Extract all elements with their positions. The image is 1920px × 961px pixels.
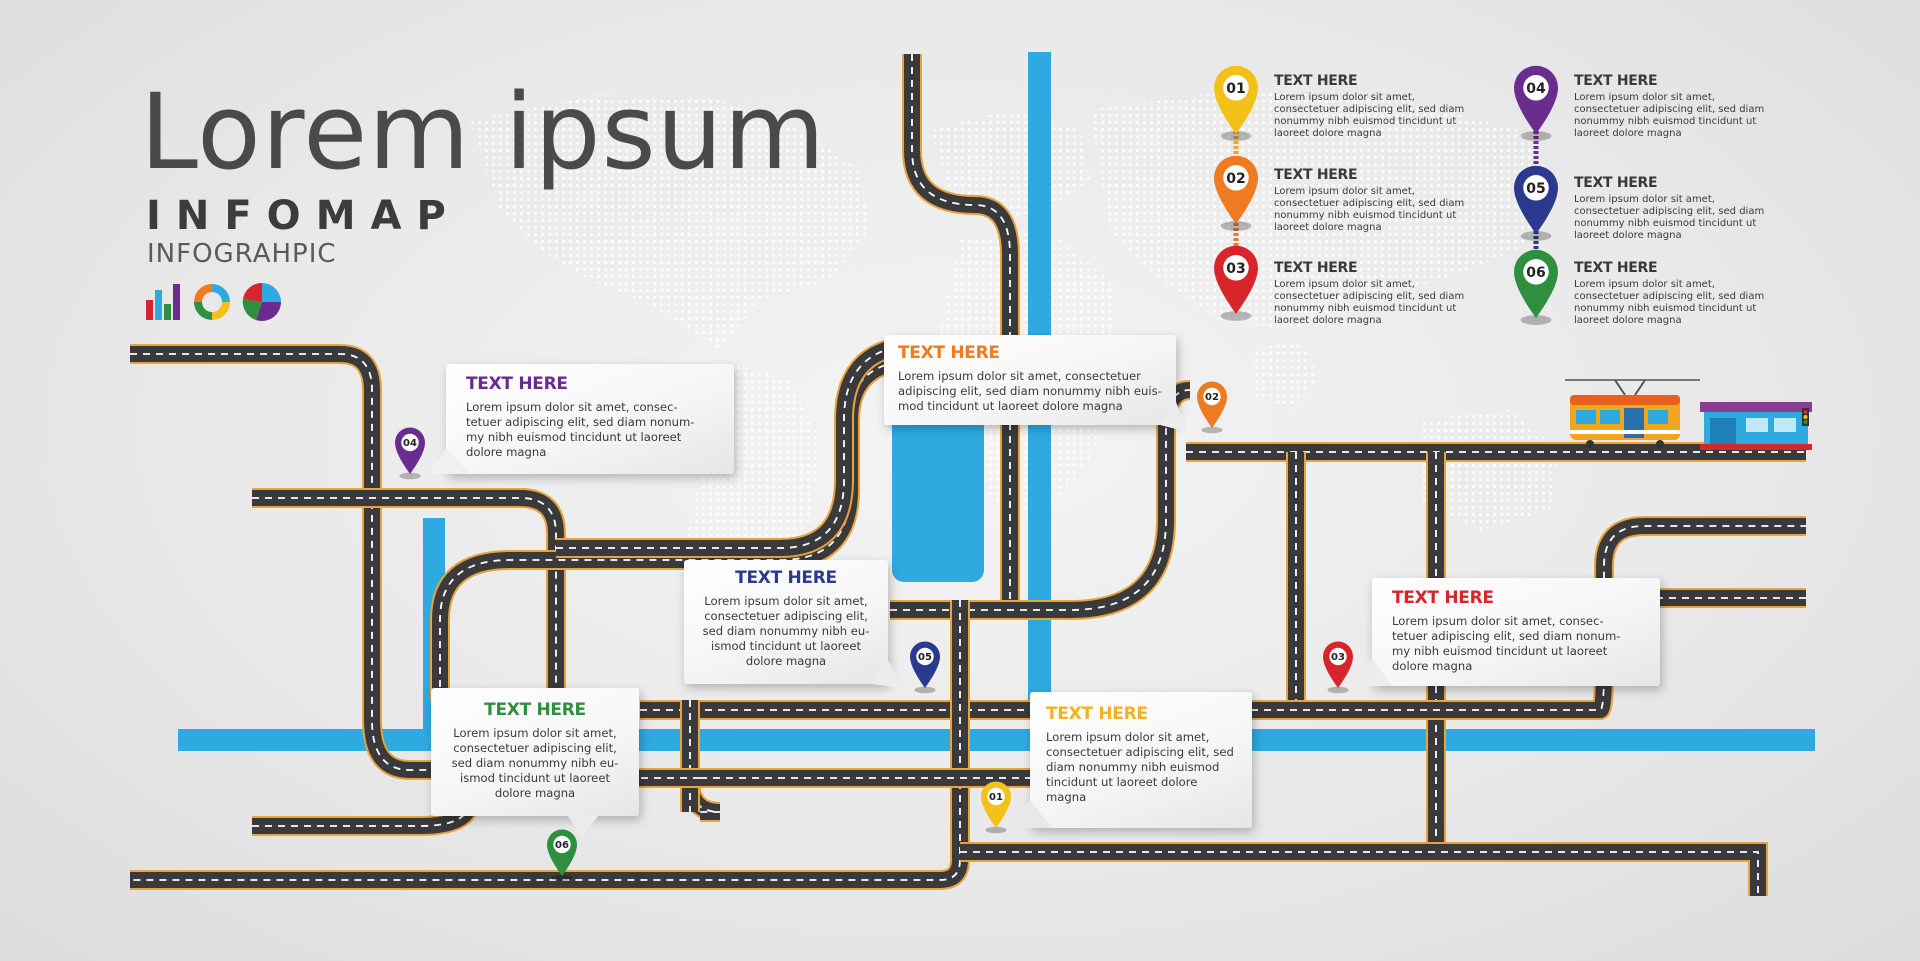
legend-body-05: Lorem ipsum dolor sit amet, consectetuer…	[1574, 194, 1765, 241]
callout-06-title: TEXT HERE	[484, 700, 586, 720]
callout-03: TEXT HERE Lorem ipsum dolor sit amet, co…	[1372, 578, 1660, 686]
chart-icons-row	[146, 282, 281, 321]
legend-title-06: TEXT HERE	[1574, 260, 1658, 276]
legend-title-01: TEXT HERE	[1274, 73, 1358, 89]
tram-and-station	[1565, 379, 1812, 450]
callout-02: TEXT HERE Lorem ipsum dolor sit amet, co…	[884, 335, 1176, 425]
legend-body-03: Lorem ipsum dolor sit amet, consectetuer…	[1274, 279, 1465, 326]
bar-chart-icon	[146, 284, 180, 320]
donut-chart-icon	[194, 284, 230, 320]
legend-title-04: TEXT HERE	[1574, 73, 1658, 89]
callout-05: TEXT HERE Lorem ipsum dolor sit amet,con…	[684, 560, 888, 684]
infographic-tagline: INFOGRAHPIC	[147, 239, 337, 269]
road-segment	[960, 842, 1768, 896]
callout-01-body: Lorem ipsum dolor sit amet,consectetuer …	[1046, 730, 1234, 804]
callout-06-body: Lorem ipsum dolor sit amet,consectetuer …	[451, 726, 619, 800]
station-icon	[1700, 402, 1812, 450]
page-title: Lorem ipsum	[140, 71, 826, 193]
callout-04: TEXT HERE Lorem ipsum dolor sit amet, co…	[446, 364, 734, 474]
callout-02-title: TEXT HERE	[898, 343, 1000, 363]
callout-06: TEXT HERE Lorem ipsum dolor sit amet,con…	[431, 688, 639, 816]
callout-03-body: Lorem ipsum dolor sit amet, consec-tetue…	[1392, 614, 1621, 673]
legend-body-04: Lorem ipsum dolor sit amet, consectetuer…	[1574, 92, 1765, 139]
legend-item-03: TEXT HERE Lorem ipsum dolor sit amet, co…	[1274, 260, 1474, 327]
callout-05-title: TEXT HERE	[735, 568, 837, 588]
legend-item-02: TEXT HERE Lorem ipsum dolor sit amet, co…	[1274, 167, 1474, 234]
legend-body-01: Lorem ipsum dolor sit amet, consectetuer…	[1274, 92, 1465, 139]
tram-icon	[1565, 379, 1700, 448]
legend-item-01: TEXT HERE Lorem ipsum dolor sit amet, co…	[1274, 73, 1474, 140]
pie-chart-icon	[242, 282, 281, 321]
road-segment	[640, 516, 1806, 720]
road-segment	[902, 54, 1020, 610]
river-horizontal	[178, 729, 1815, 751]
callout-03-title: TEXT HERE	[1392, 588, 1494, 608]
legend-body-06: Lorem ipsum dolor sit amet, consectetuer…	[1574, 279, 1765, 326]
callout-01-title: TEXT HERE	[1046, 704, 1148, 724]
legend-item-06: TEXT HERE Lorem ipsum dolor sit amet, co…	[1574, 260, 1774, 327]
legend-item-04: TEXT HERE Lorem ipsum dolor sit amet, co…	[1574, 73, 1774, 140]
road-segment	[130, 344, 540, 780]
callout-04-title: TEXT HERE	[466, 374, 568, 394]
legend-title-05: TEXT HERE	[1574, 175, 1658, 191]
callout-01: TEXT HERE Lorem ipsum dolor sit amet,con…	[1030, 692, 1252, 828]
legend-item-05: TEXT HERE Lorem ipsum dolor sit amet, co…	[1574, 175, 1774, 242]
callout-04-body: Lorem ipsum dolor sit amet, consec-tetue…	[466, 400, 695, 459]
road-segment	[252, 488, 566, 700]
infomap-subtitle: INFOMAP	[146, 193, 461, 239]
legend-body-02: Lorem ipsum dolor sit amet, consectetuer…	[1274, 186, 1465, 233]
road-segment	[430, 350, 921, 700]
callout-02-body: Lorem ipsum dolor sit amet, consectetuer…	[898, 369, 1162, 413]
legend-title-02: TEXT HERE	[1274, 167, 1358, 183]
callout-05-body: Lorem ipsum dolor sit amet,consectetuer …	[702, 594, 870, 668]
legend-title-03: TEXT HERE	[1274, 260, 1358, 276]
roads	[130, 54, 1806, 896]
